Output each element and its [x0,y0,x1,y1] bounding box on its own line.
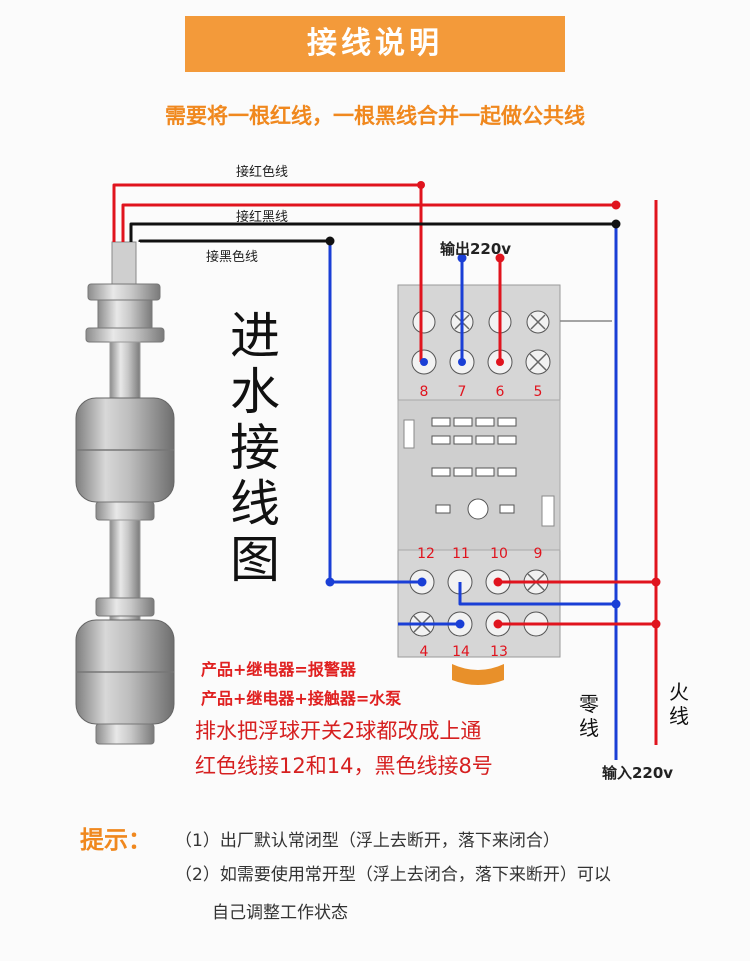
note-pump: 产品+继电器+接触器=水泵 [201,689,402,708]
float-stem-upper [109,341,141,399]
terminal-9-label: 9 [534,546,543,562]
tips-heading: 提示： [80,826,152,854]
live-line-label: 火线 [669,680,689,728]
wire-red-to-terminal-8 [112,183,423,362]
terminal-6-label: 6 [496,384,505,400]
diagram-title-vertical: 进水接线图 [230,307,280,589]
title-banner: 接线说明 [185,16,565,72]
output-220v-label: 输出220v [440,240,512,258]
terminal-5-label: 5 [534,384,543,400]
terminal-13-label: 13 [490,644,508,660]
label-black-wire: 接黑色线 [206,250,259,265]
tip-item-2-continued: 自己调整工作状态 [212,903,348,923]
terminal-14-label: 14 [452,644,470,660]
relay-socket [397,284,612,685]
terminal-numbers: 8 7 6 5 12 11 10 9 4 14 13 [417,384,542,660]
note-drain-line2: 红色线接12和14，黑色线接8号 [195,754,493,778]
subtitle: 需要将一根红线，一根黑线合并一起做公共线 [165,104,585,128]
neutral-line-label: 零线 [579,692,599,740]
terminal-4-label: 4 [420,644,429,660]
float-stopper-middle [95,597,155,617]
float-nut-upper [87,283,161,301]
float-stopper-upper [95,501,155,521]
input-220v-label: 输入220v [602,764,674,782]
terminal-8-label: 8 [420,384,429,400]
float-cable-gland [111,241,137,285]
orange-release-tab [452,664,504,685]
note-drain-line1: 排水把浮球开关2球都改成上通 [195,719,482,743]
junction-dots [325,181,661,629]
wire-terminal-11-to-neutral [458,582,616,606]
terminal-10-label: 10 [490,546,508,562]
terminal-12-label: 12 [417,546,435,562]
wire-red-black-common-black [129,222,616,242]
note-alarm: 产品+继电器=报警器 [201,660,356,679]
float-stopper-bottom [95,723,155,745]
wire-red-black-common [121,203,618,242]
tip-item-1: （1）出厂默认常闭型（浮上去断开，落下来闭合） [175,831,560,851]
tip-item-2: （2）如需要使用常开型（浮上去闭合，落下来断开）可以 [175,865,611,885]
float-thread [97,299,153,329]
label-red-black-wire: 接红黑线 [236,210,289,225]
label-red-wire: 接红色线 [236,165,289,180]
terminal-11-label: 11 [452,546,470,562]
float-nut-lower [85,327,165,343]
terminal-7-label: 7 [458,384,467,400]
float-switch [75,241,175,745]
